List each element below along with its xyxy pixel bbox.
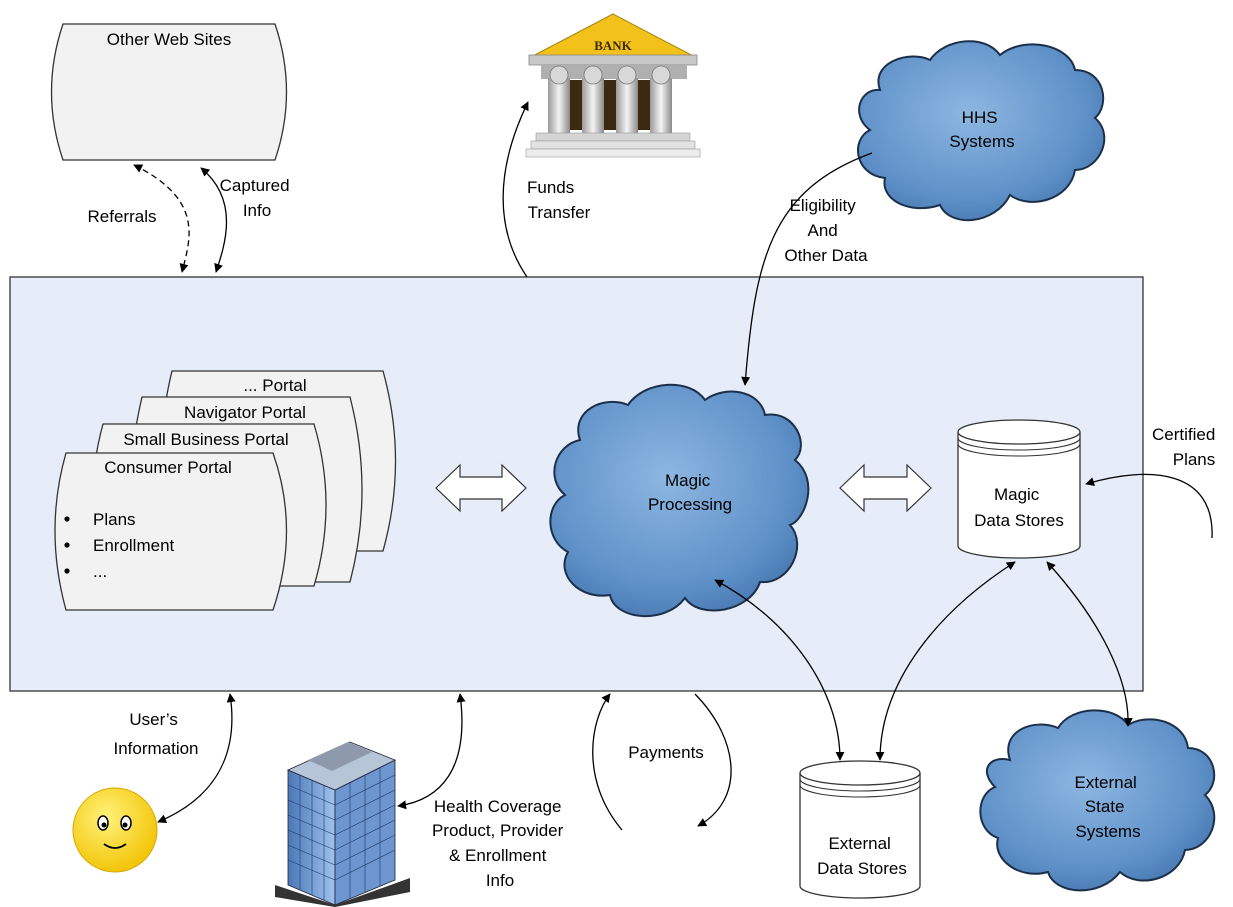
processing-external-stores-arrow — [714, 579, 845, 761]
datastore-external-stores-arrow — [875, 561, 1016, 761]
user-smiley-icon — [72, 787, 158, 873]
referrals-label: Referrals — [88, 207, 157, 226]
users-information-label: User’s Information — [113, 710, 198, 758]
payments-out-arrow — [694, 693, 732, 827]
magic-processing-label: Magic Processing — [648, 471, 732, 514]
portal-processing-double-arrow — [435, 463, 527, 513]
certified-plans-arrow — [1085, 473, 1213, 539]
consumer-portal-card: Consumer Portal Plans Enrollment ... — [54, 452, 288, 611]
eligibility-arrow — [741, 152, 873, 386]
external-data-stores-label: External Data Stores — [817, 834, 907, 878]
captured-info-label: Captured Info — [220, 176, 295, 220]
captured-info-arrow — [200, 167, 228, 273]
other-web-sites-box: Other Web Sites — [50, 23, 288, 161]
office-building-icon — [275, 741, 410, 907]
magic-data-stores-label: Magic Data Stores — [974, 485, 1064, 530]
consumer-item-plans: Plans — [93, 510, 136, 529]
portal-other-label: ... Portal — [243, 376, 306, 395]
processing-datastore-double-arrow — [839, 463, 932, 513]
health-coverage-arrow — [397, 693, 466, 810]
bank-icon: BANK — [525, 13, 701, 158]
certified-plans-label: Certified Plans — [1152, 425, 1220, 469]
payments-label: Payments — [628, 743, 704, 762]
funds-transfer-label: Funds Transfer — [527, 178, 591, 222]
external-data-stores-cylinder: External Data Stores — [799, 760, 921, 899]
referrals-arrow — [133, 164, 190, 273]
external-state-systems-cloud: External State Systems — [979, 709, 1216, 892]
magic-data-stores-cylinder: Magic Data Stores — [957, 419, 1081, 559]
consumer-portal-label: Consumer Portal — [104, 458, 232, 477]
external-state-systems-label: External State Systems — [1074, 773, 1141, 841]
magic-processing-cloud: Magic Processing — [549, 383, 810, 618]
users-information-arrow — [157, 693, 236, 823]
health-coverage-label: Health Coverage Product, Provider & Enro… — [432, 797, 568, 890]
navigator-portal-label: Navigator Portal — [184, 403, 306, 422]
funds-transfer-arrow — [502, 101, 529, 278]
hhs-systems-label: HHS Systems — [949, 108, 1014, 151]
consumer-item-enrollment: Enrollment — [93, 536, 175, 555]
eligibility-label: Eligibility And Other Data — [784, 196, 868, 265]
payments-in-arrow — [592, 693, 623, 831]
small-business-portal-label: Small Business Portal — [123, 430, 288, 449]
datastore-state-systems-arrow — [1046, 561, 1133, 727]
hhs-systems-cloud: HHS Systems — [857, 40, 1106, 222]
other-web-sites-label: Other Web Sites — [107, 30, 231, 49]
svg-text:BANK: BANK — [594, 38, 632, 53]
consumer-item-more: ... — [93, 562, 107, 581]
